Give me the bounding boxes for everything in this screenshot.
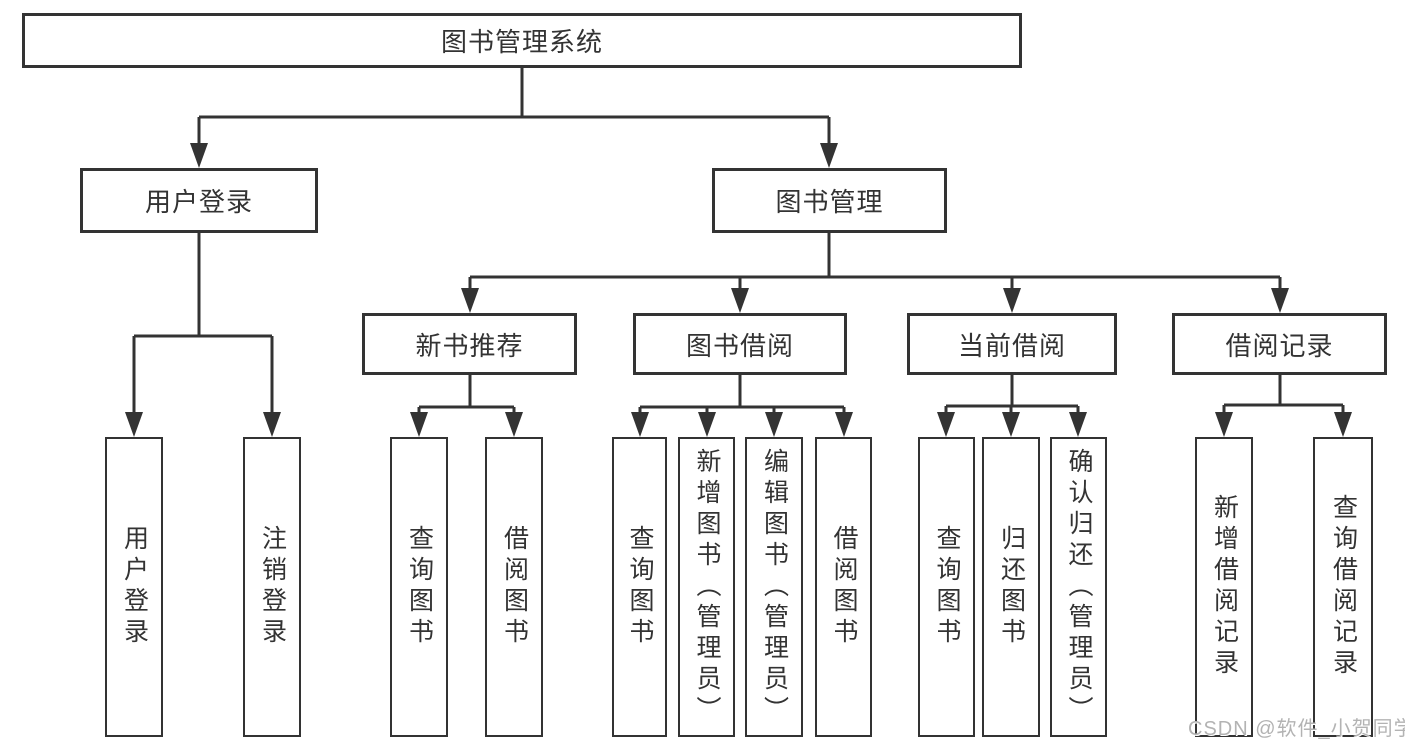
node-book-borrowing: 图书借阅 [633,313,847,375]
leaf-logout: 注销登录 [243,437,301,737]
leaf-borrowing-query-books-label: 查询图书 [626,525,654,649]
leaf-confirm-return-admin: 确认归还（管理员） [1050,437,1107,737]
leaf-recommend-borrow-books: 借阅图书 [485,437,543,737]
leaf-edit-books-admin: 编辑图书（管理员） [745,437,803,737]
leaf-borrowing-query-books: 查询图书 [612,437,667,737]
node-new-book-recommendation: 新书推荐 [362,313,577,375]
node-user-login-branch: 用户登录 [80,168,318,233]
leaf-confirm-return-admin-label: 确认归还（管理员） [1065,447,1093,727]
leaf-add-borrow-record-label: 新增借阅记录 [1210,494,1239,680]
leaf-recommend-borrow-books-label: 借阅图书 [500,525,529,649]
leaf-add-books-admin: 新增图书（管理员） [678,437,735,737]
leaf-add-books-admin-label: 新增图书（管理员） [693,447,721,727]
leaf-user-login-label: 用户登录 [120,525,149,649]
leaf-borrowing-borrow-books: 借阅图书 [815,437,872,737]
leaf-recommend-query-books: 查询图书 [390,437,448,737]
node-library-management-system: 图书管理系统 [22,13,1022,68]
leaf-return-books: 归还图书 [982,437,1040,737]
node-current-borrowing: 当前借阅 [907,313,1117,375]
leaf-current-query-books: 查询图书 [918,437,975,737]
csdn-watermark: CSDN @软件_小贺同学 [1188,718,1405,740]
leaf-add-borrow-record: 新增借阅记录 [1195,437,1253,737]
leaf-user-login: 用户登录 [105,437,163,737]
leaf-query-borrow-record-label: 查询借阅记录 [1329,494,1358,680]
leaf-return-books-label: 归还图书 [997,525,1026,649]
node-borrowing-records: 借阅记录 [1172,313,1387,375]
leaf-current-query-books-label: 查询图书 [933,525,961,649]
leaf-logout-label: 注销登录 [258,525,287,649]
leaf-query-borrow-record: 查询借阅记录 [1313,437,1373,737]
leaf-edit-books-admin-label: 编辑图书（管理员） [760,447,789,727]
leaf-recommend-query-books-label: 查询图书 [405,525,434,649]
leaf-borrowing-borrow-books-label: 借阅图书 [830,525,858,649]
node-book-management-branch: 图书管理 [712,168,947,233]
